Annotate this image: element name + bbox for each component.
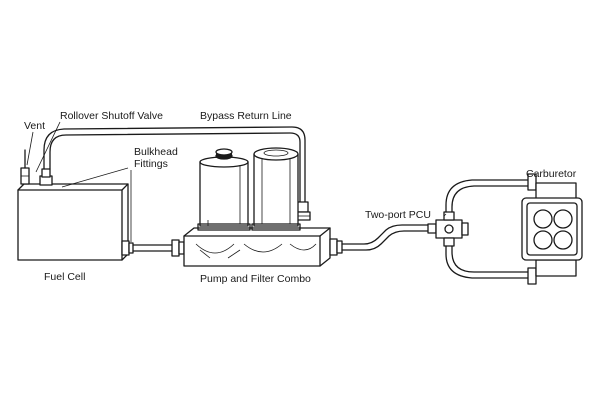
fuel-cell: [17, 183, 129, 261]
carburetor-label: Carburetor: [526, 168, 577, 180]
pcu-feed-line: [341, 224, 429, 251]
pump-outlet-fitting: [329, 238, 343, 256]
pump-filter-combo: [183, 147, 331, 267]
vent-label: Vent: [24, 120, 46, 132]
pcu-leader: [443, 213, 447, 217]
pump-inlet-fitting: [171, 239, 185, 257]
carb-feed-lines: [445, 179, 529, 279]
fittings-label: Fittings: [134, 158, 168, 170]
fuel-cell-label: Fuel Cell: [44, 271, 86, 283]
bypass-return-line-label: Bypass Return Line: [200, 110, 292, 122]
rollover-shutoff-valve: [39, 168, 53, 186]
bulkhead-leader-top: [61, 167, 129, 188]
rollover-shutoff-valve-label: Rollover Shutoff Valve: [60, 110, 163, 122]
bulkhead-fitting-outlet: [121, 240, 134, 256]
vent-leader: [26, 131, 34, 166]
bypass-return-line: [43, 126, 306, 203]
two-port-pcu: [427, 211, 469, 247]
two-port-pcu-label: Two-port PCU: [365, 209, 431, 221]
vent-fitting: [20, 149, 30, 185]
feed-line: [132, 244, 173, 252]
bulkhead-label: Bulkhead: [134, 146, 178, 158]
carburetor: [521, 173, 583, 285]
pump-filter-combo-label: Pump and Filter Combo: [200, 273, 311, 285]
